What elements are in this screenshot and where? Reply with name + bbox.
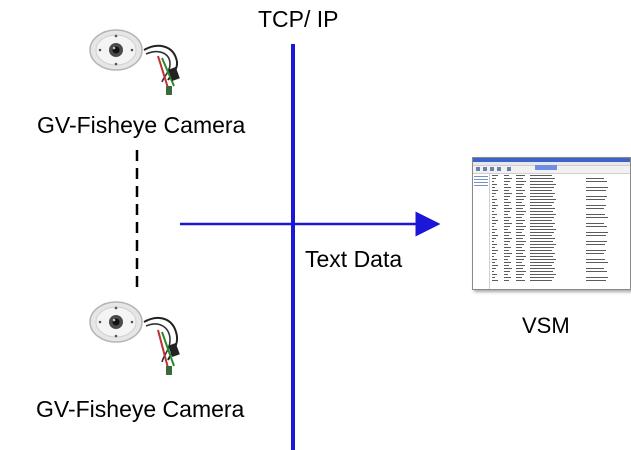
- receiver-label: VSM: [522, 313, 570, 338]
- fisheye-camera-icon: [89, 29, 180, 95]
- flow-label: Text Data: [305, 246, 403, 272]
- fisheye-camera-icon: [89, 301, 180, 375]
- network-label: TCP/ IP: [258, 6, 339, 32]
- camera-bottom-label: GV-Fisheye Camera: [36, 396, 245, 422]
- vsm-screenshot-icon: [472, 157, 631, 290]
- camera-top-label: GV-Fisheye Camera: [37, 112, 246, 138]
